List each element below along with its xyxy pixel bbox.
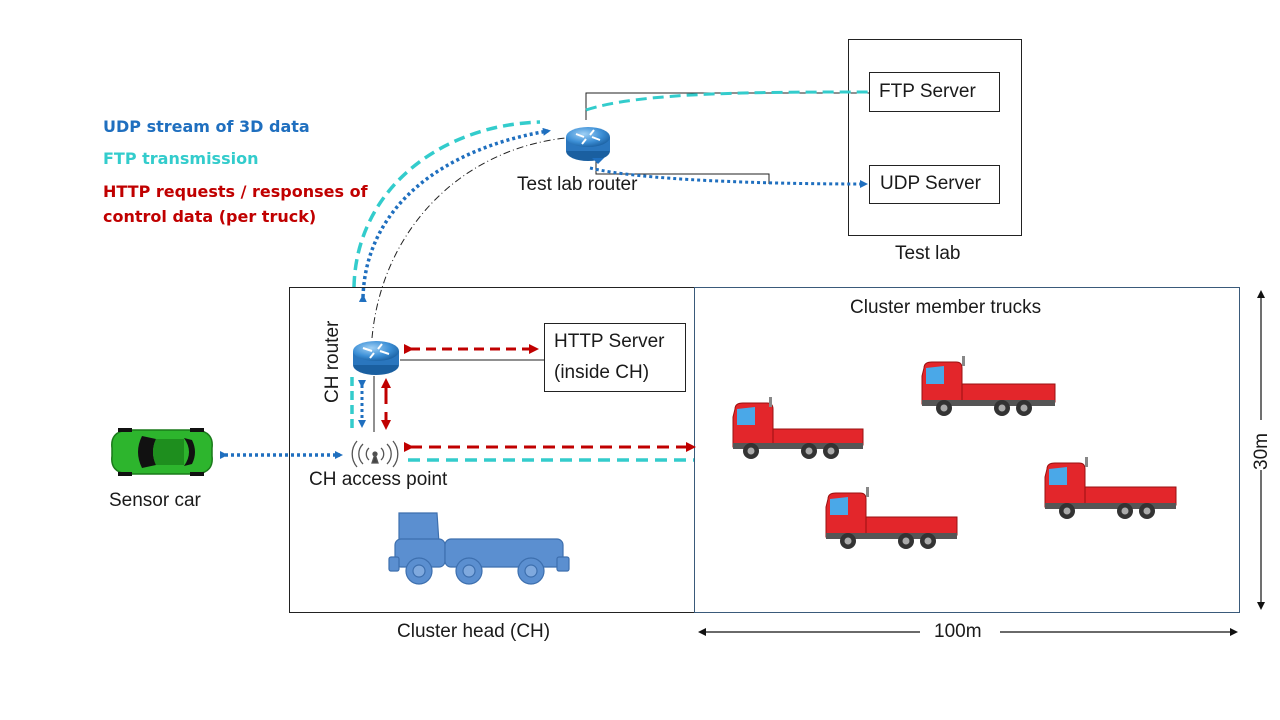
router-icon bbox=[353, 341, 399, 375]
ftp-arc bbox=[352, 120, 541, 288]
http-server-label-line1: HTTP Server bbox=[554, 331, 665, 352]
test-lab-box bbox=[848, 39, 1022, 236]
truck-icon bbox=[825, 487, 958, 549]
antenna-icon bbox=[351, 440, 399, 468]
width-100m-label: 100m bbox=[934, 621, 982, 642]
ch-access-point-label: CH access point bbox=[309, 469, 448, 490]
udp-server-box bbox=[869, 165, 1000, 204]
cluster-member-trucks-label: Cluster member trucks bbox=[850, 297, 1042, 318]
router-icon bbox=[566, 127, 610, 161]
legend-udp: UDP stream of 3D data bbox=[103, 117, 310, 136]
truck-icon bbox=[921, 356, 1056, 416]
ftp-to-server bbox=[585, 90, 870, 112]
router-link bbox=[371, 137, 566, 339]
legend-http-line1: HTTP requests / responses of bbox=[103, 182, 368, 201]
legend-http-line2: control data (per truck) bbox=[103, 207, 317, 226]
car-icon bbox=[111, 428, 213, 476]
member-trucks bbox=[732, 356, 1177, 549]
udp-arc bbox=[358, 127, 551, 303]
ftp-server-label: FTP Server bbox=[879, 81, 976, 102]
truck-icon bbox=[1044, 457, 1177, 519]
http-server-box bbox=[544, 323, 686, 392]
cluster-head-label: Cluster head (CH) bbox=[397, 621, 551, 642]
ftp-server-box bbox=[869, 72, 1000, 112]
udp-to-server bbox=[589, 166, 868, 188]
truck-icon bbox=[388, 512, 570, 585]
truck-icon bbox=[732, 397, 864, 459]
udp-server-label: UDP Server bbox=[880, 173, 982, 194]
router-down-arrow-icon bbox=[592, 158, 604, 164]
http-server-label-line2: (inside CH) bbox=[554, 362, 650, 383]
test-lab-label: Test lab bbox=[895, 243, 961, 264]
legend-ftp: FTP transmission bbox=[103, 149, 259, 168]
sensor-car-label: Sensor car bbox=[109, 490, 201, 511]
